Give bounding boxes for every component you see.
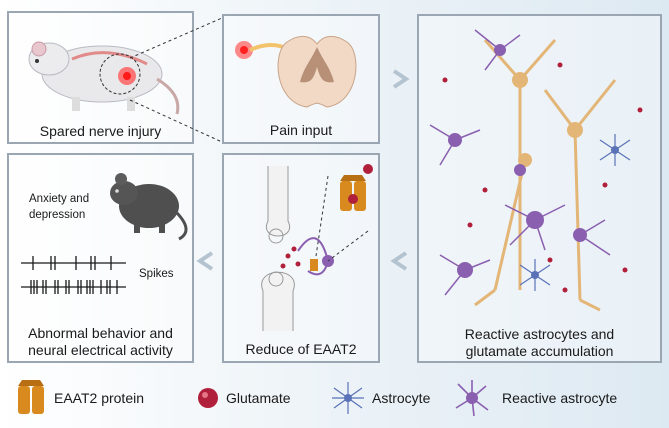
glutamate-icon <box>198 388 218 408</box>
synapse-icon <box>261 164 373 331</box>
mouse-icon <box>110 173 188 241</box>
caption-behavior-line1: Abnormal behavior and <box>28 325 173 341</box>
spinal-cord-icon <box>235 35 357 108</box>
panel-spared-nerve-injury: Spared nerve injury <box>7 11 194 144</box>
panel-pain-input: Pain input <box>222 14 380 144</box>
astrocyte-icon <box>332 382 364 414</box>
arrow-to-behavior <box>196 251 214 271</box>
panel-abnormal-behavior: Anxiety and depression Spikes Abnormal b… <box>7 153 194 363</box>
reactive-astrocyte-icon <box>455 380 489 417</box>
caption-reactive-line2: glutamate accumulation <box>465 343 614 359</box>
anxiety-label-line1: Anxiety and <box>29 193 90 205</box>
legend-eaat2-protein: EAAT2 protein <box>54 390 145 406</box>
arrow-to-reactive <box>392 69 410 89</box>
eaat2-protein-icon <box>18 380 44 414</box>
arrow-to-eaat2 <box>390 251 408 271</box>
caption-pain-input: Pain input <box>269 122 333 138</box>
caption-behavior-line2: neural electrical activity <box>28 342 173 358</box>
anxiety-label-line2: depression <box>29 209 86 221</box>
spikes-label: Spikes <box>139 268 174 280</box>
panel-reactive-astrocytes: Reactive astrocytes and glutamate accumu… <box>417 14 662 363</box>
legend-astrocyte: Astrocyte <box>372 390 431 406</box>
panel-reduce-eaat2: Reduce of EAAT2 <box>222 153 380 363</box>
spike-train-icon <box>21 256 126 294</box>
caption-spared-nerve-injury: Spared nerve injury <box>39 123 162 139</box>
caption-reduce-eaat2: Reduce of EAAT2 <box>245 341 357 357</box>
rat-icon <box>28 41 180 115</box>
caption-reactive-line1: Reactive astrocytes and <box>464 326 615 342</box>
legend-reactive-astrocyte: Reactive astrocyte <box>502 390 618 406</box>
astrocyte-network-icon <box>429 29 643 312</box>
legend-glutamate: Glutamate <box>226 390 291 406</box>
